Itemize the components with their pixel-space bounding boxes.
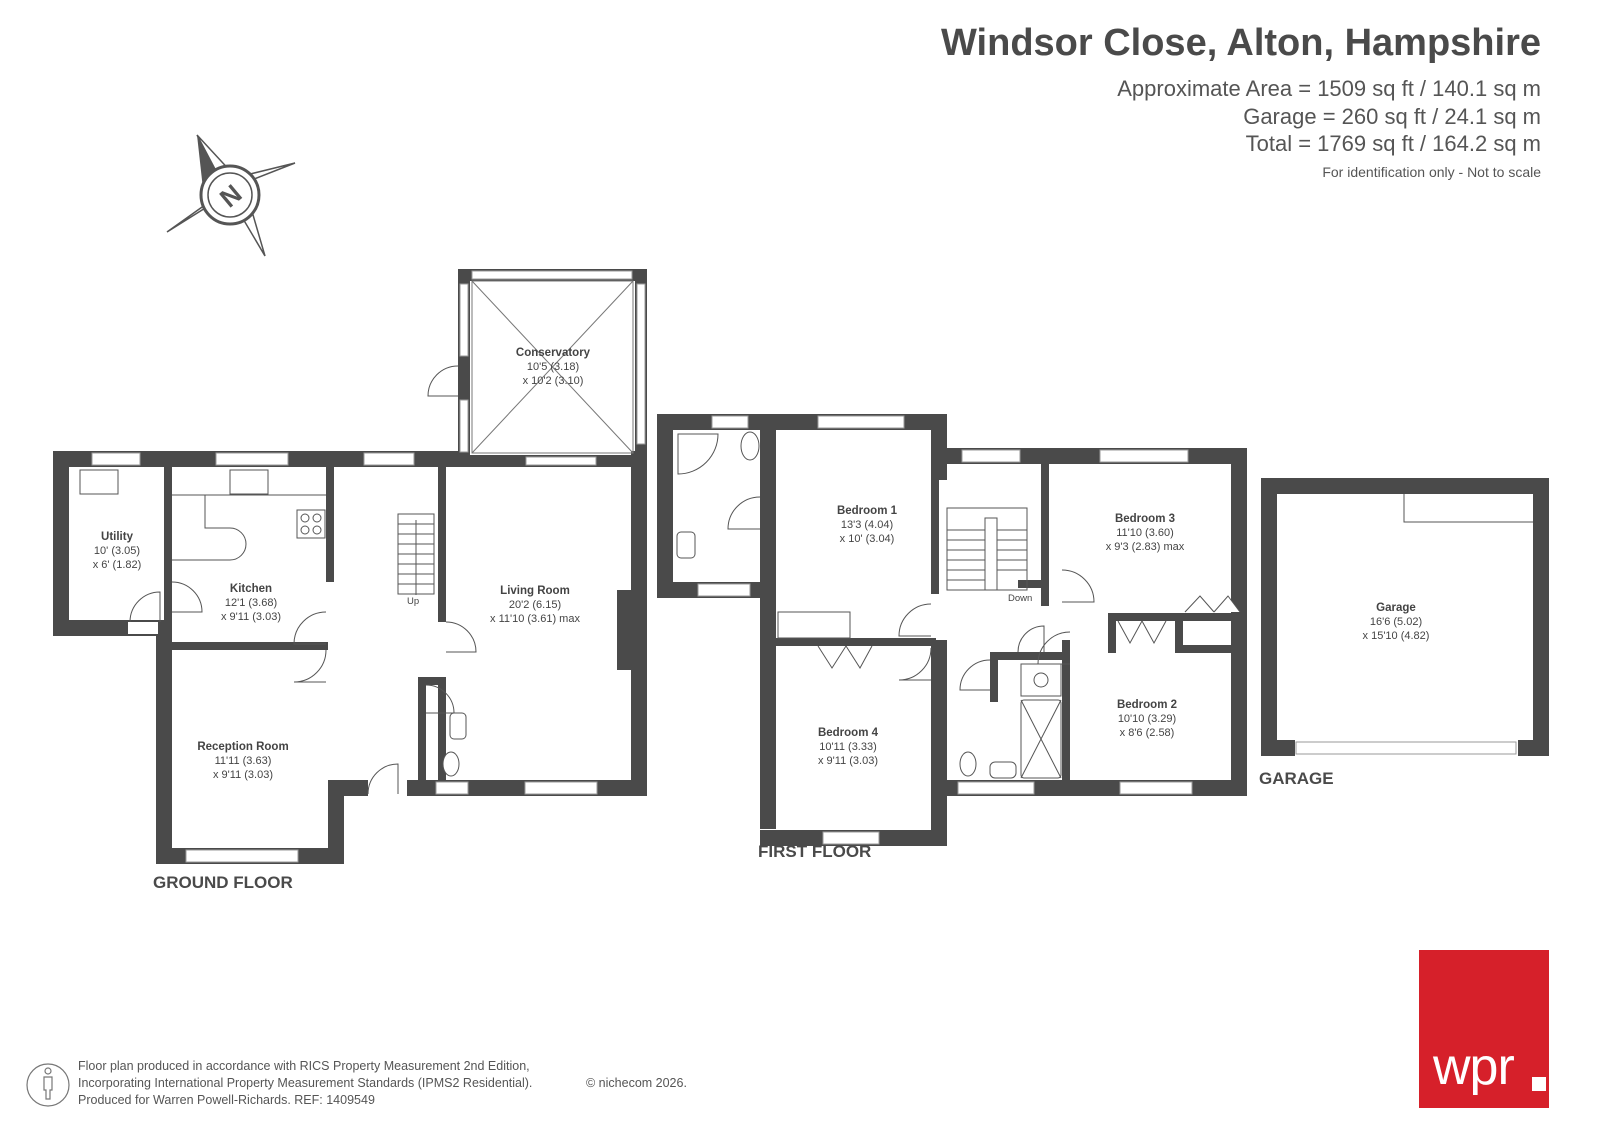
svg-text:10' (3.05): 10' (3.05) [94, 545, 140, 557]
copyright: © nichecom 2026. [586, 1076, 687, 1090]
svg-text:x 8'6 (2.58): x 8'6 (2.58) [1120, 727, 1175, 739]
svg-text:10'10 (3.29): 10'10 (3.29) [1118, 713, 1176, 725]
room-label-bedroom-3: Bedroom 3 11'10 (3.60) x 9'3 (2.83) max [1106, 513, 1185, 553]
room-label-kitchen: Kitchen 12'1 (3.68) x 9'11 (3.03) [221, 583, 281, 623]
room-label-bedroom-4: Bedroom 4 10'11 (3.33) x 9'11 (3.03) [818, 727, 879, 767]
svg-text:x 9'11 (3.03): x 9'11 (3.03) [818, 755, 878, 767]
svg-text:11'10 (3.60): 11'10 (3.60) [1116, 527, 1174, 539]
ground-floor-label: GROUND FLOOR [153, 873, 293, 892]
svg-text:10'5 (3.18): 10'5 (3.18) [527, 361, 579, 373]
room-label-bedroom-2: Bedroom 2 10'10 (3.29) x 8'6 (2.58) [1117, 699, 1177, 739]
svg-text:11'11 (3.63): 11'11 (3.63) [215, 755, 272, 767]
wpr-logo: wpr [1419, 950, 1549, 1108]
svg-text:x 9'11 (3.03): x 9'11 (3.03) [213, 769, 273, 781]
svg-text:13'3 (4.04): 13'3 (4.04) [841, 519, 893, 531]
svg-text:x 11'10 (3.61) max: x 11'10 (3.61) max [490, 613, 580, 625]
first-floor-fixtures [676, 431, 1241, 779]
svg-text:Garage: Garage [1376, 602, 1416, 614]
total-area: Total = 1769 sq ft / 164.2 sq m [1245, 131, 1541, 156]
first-floor-plan [657, 414, 1247, 846]
north-compass-icon: N [166, 134, 296, 257]
svg-text:Kitchen: Kitchen [230, 583, 272, 595]
logo-text: wpr [1433, 1038, 1515, 1096]
ground-floor-stairs [397, 513, 435, 595]
svg-text:Conservatory: Conservatory [516, 347, 591, 359]
svg-text:Living Room: Living Room [500, 585, 570, 597]
svg-text:Bedroom 1: Bedroom 1 [837, 505, 898, 517]
svg-text:10'11 (3.33): 10'11 (3.33) [819, 741, 877, 753]
footer-disclaimer: Floor plan produced in accordance with R… [78, 1058, 687, 1109]
first-floor-windows [697, 415, 1193, 845]
first-floor-label: FIRST FLOOR [758, 842, 871, 861]
svg-text:Reception Room: Reception Room [197, 741, 288, 753]
svg-text:Bedroom 4: Bedroom 4 [818, 727, 879, 739]
stairs-up-label: Up [407, 596, 419, 607]
svg-text:Utility: Utility [101, 531, 134, 543]
garage-area: Garage = 260 sq ft / 24.1 sq m [1243, 104, 1541, 129]
room-label-living-room: Living Room 20'2 (6.15) x 11'10 (3.61) m… [490, 585, 580, 625]
first-floor-stairs [946, 507, 1028, 591]
garage-shelf [1403, 494, 1533, 523]
svg-text:Bedroom 3: Bedroom 3 [1115, 513, 1175, 525]
approximate-area: Approximate Area = 1509 sq ft / 140.1 sq… [1117, 76, 1541, 101]
svg-text:x 9'11 (3.03): x 9'11 (3.03) [221, 611, 281, 623]
svg-text:x 10'2 (3.10): x 10'2 (3.10) [523, 375, 584, 387]
ground-floor-fixtures [79, 469, 467, 777]
garage-plan [1261, 478, 1549, 756]
footer-line-2: Incorporating International Property Mea… [78, 1076, 533, 1090]
svg-text:x 10' (3.04): x 10' (3.04) [840, 533, 895, 545]
ground-floor-doors [129, 365, 477, 795]
svg-text:16'6 (5.02): 16'6 (5.02) [1370, 616, 1422, 628]
svg-text:x 15'10 (4.82): x 15'10 (4.82) [1363, 630, 1430, 642]
logo-square [1532, 1077, 1546, 1091]
room-label-reception-room: Reception Room 11'11 (3.63) x 9'11 (3.03… [197, 741, 288, 781]
footer-line-3: Produced for Warren Powell-Richards. REF… [78, 1093, 375, 1107]
svg-text:20'2 (6.15): 20'2 (6.15) [509, 599, 561, 611]
stairs-down-label: Down [1008, 593, 1032, 604]
scale-disclaimer: For identification only - Not to scale [1322, 164, 1541, 180]
svg-text:Bedroom 2: Bedroom 2 [1117, 699, 1177, 711]
room-label-conservatory: Conservatory 10'5 (3.18) x 10'2 (3.10) [516, 347, 591, 387]
room-label-garage: Garage 16'6 (5.02) x 15'10 (4.82) [1363, 602, 1430, 642]
footer-line-1: Floor plan produced in accordance with R… [78, 1059, 530, 1073]
room-label-utility: Utility 10' (3.05) x 6' (1.82) [93, 531, 142, 571]
conservatory-roof-lines [471, 280, 634, 454]
room-label-bedroom-1: Bedroom 1 13'3 (4.04) x 10' (3.04) [837, 505, 898, 545]
person-scale-icon [26, 1063, 70, 1107]
first-floor-doors [727, 496, 1095, 691]
garage-door [1295, 741, 1517, 755]
svg-text:x 6' (1.82): x 6' (1.82) [93, 559, 142, 571]
ground-floor-windows [91, 270, 646, 863]
svg-text:x 9'3 (2.83) max: x 9'3 (2.83) max [1106, 541, 1185, 553]
garage-label: GARAGE [1259, 769, 1334, 788]
svg-text:12'1 (3.68): 12'1 (3.68) [225, 597, 277, 609]
property-title: Windsor Close, Alton, Hampshire [941, 22, 1541, 64]
